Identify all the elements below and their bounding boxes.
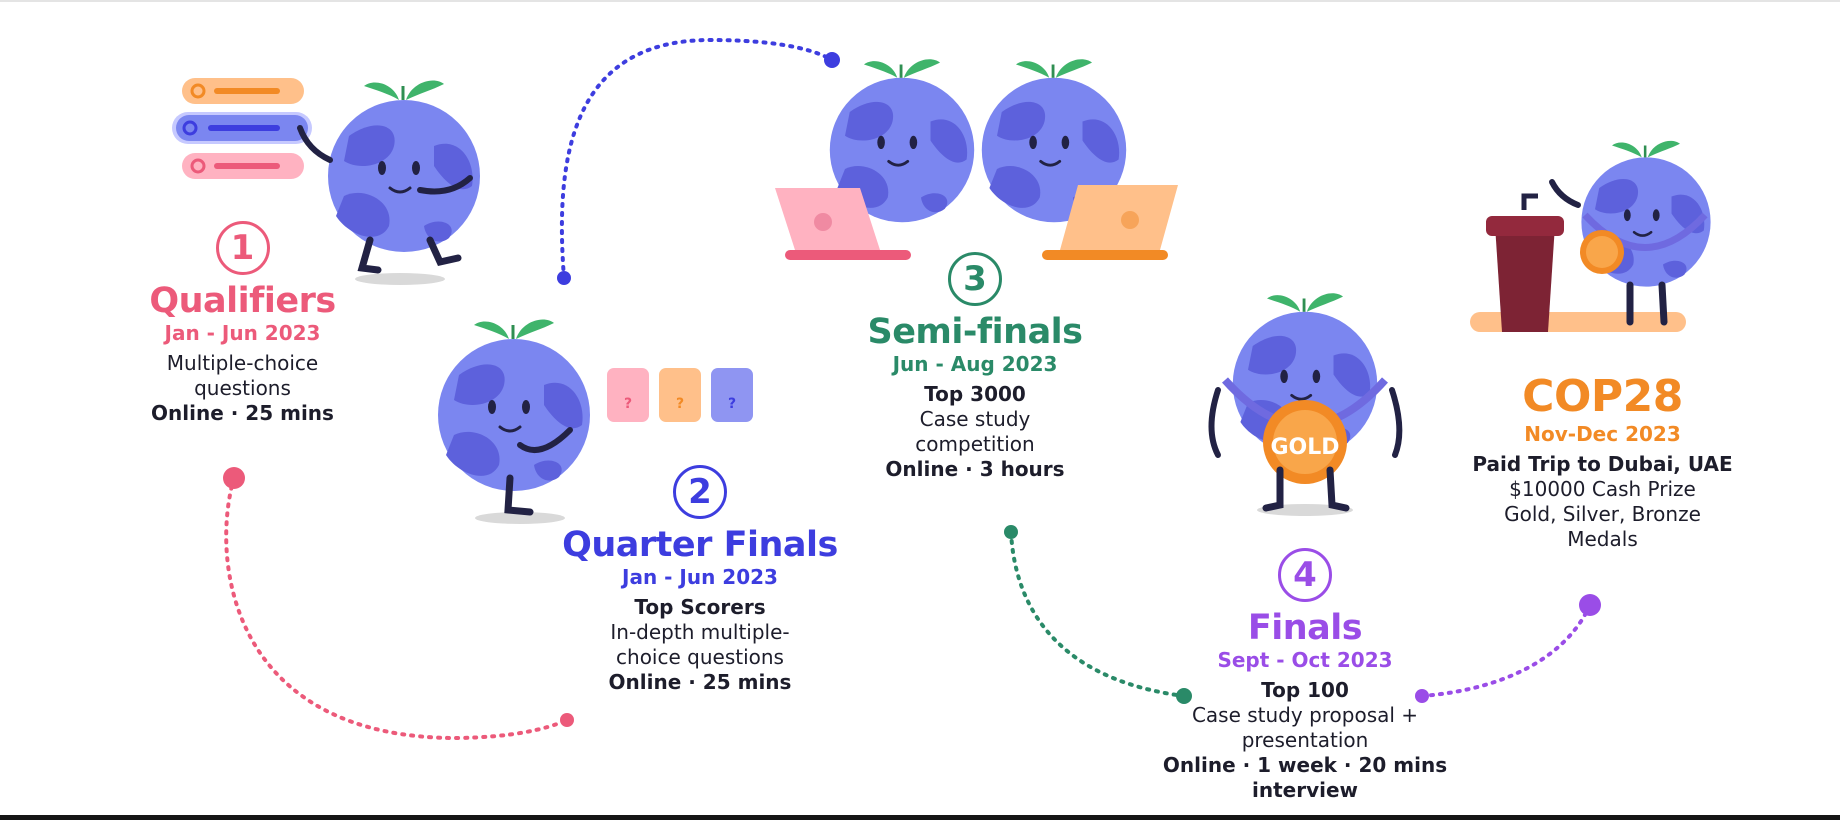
stage-title: Qualifiers [149, 281, 336, 321]
stage1-illustration [172, 78, 482, 285]
desc-line: Case study [919, 407, 1031, 431]
desc-line: Multiple-choice [166, 351, 319, 375]
desc-line: Top Scorers [634, 595, 766, 619]
stage-date: Jan - Jun 2023 [164, 321, 321, 345]
desc-line: $10000 Cash Prize [1509, 477, 1696, 501]
stage-date: Sept - Oct 2023 [1217, 648, 1393, 672]
bottom-edge [0, 815, 1840, 820]
medal-label: GOLD [1270, 435, 1339, 460]
connector-paths [223, 37, 1601, 741]
desc-line: Paid Trip to Dubai, UAE [1472, 452, 1733, 476]
stage4-illustration: GOLD [1208, 291, 1403, 516]
desc-line: presentation [1241, 728, 1369, 752]
stage-description: Top 3000 Case study competition Online ·… [845, 382, 1105, 482]
desc-line: Top 100 [1261, 678, 1349, 702]
stage-title: Finals [1247, 608, 1363, 648]
svg-text:?: ? [728, 396, 736, 412]
desc-line: interview [1251, 778, 1358, 802]
desc-line: Online · 25 mins [608, 670, 792, 694]
stage-number: 1 [215, 221, 270, 275]
stage2-illustration: ? ? ? [436, 318, 753, 524]
stage-semi-finals: 3 Semi-finals Jun - Aug 2023 Top 3000 Ca… [845, 252, 1105, 482]
desc-line: Top 3000 [924, 382, 1026, 406]
desc-line: Medals [1567, 527, 1638, 551]
desc-line: In-depth multiple- [610, 620, 790, 644]
stage-description: Top 100 Case study proposal + presentati… [1150, 678, 1460, 803]
desc-line: competition [915, 432, 1035, 456]
stage-date: Jan - Jun 2023 [622, 565, 778, 589]
stage-qualifiers: 1 Qualifiers Jan - Jun 2023 Multiple-cho… [135, 221, 350, 426]
stage-number: 3 [948, 252, 1002, 306]
svg-text:?: ? [624, 396, 632, 412]
top-divider [0, 0, 1840, 2]
stage-date: Nov-Dec 2023 [1524, 422, 1681, 446]
desc-line: Online · 25 mins [151, 401, 334, 425]
stage-number: 4 [1278, 548, 1332, 602]
desc-line: Case study proposal + [1191, 703, 1419, 727]
stage-date: Jun - Aug 2023 [892, 352, 1058, 376]
stage-finals: 4 Finals Sept - Oct 2023 Top 100 Case st… [1150, 548, 1460, 803]
stage3-illustration [775, 57, 1178, 260]
stage-title: Quarter Finals [562, 525, 838, 565]
stage5-illustration [1470, 139, 1712, 332]
stage-description: Top Scorers In-depth multiple- choice qu… [540, 595, 860, 695]
desc-line: Online · 3 hours [885, 457, 1065, 481]
stage-cop28: COP28 Nov-Dec 2023 Paid Trip to Dubai, U… [1450, 372, 1755, 552]
stage-title: COP28 [1522, 371, 1683, 422]
stage-description: Paid Trip to Dubai, UAE $10000 Cash Priz… [1450, 452, 1755, 552]
stage-title: Semi-finals [867, 312, 1083, 352]
stage-number: 2 [673, 465, 727, 519]
stage-description: Multiple-choice questions Online · 25 mi… [135, 351, 350, 426]
desc-line: Gold, Silver, Bronze [1504, 502, 1701, 526]
desc-line: Online · 1 week · 20 mins [1162, 753, 1448, 777]
desc-line: choice questions [616, 645, 784, 669]
svg-text:?: ? [676, 396, 684, 412]
stage-quarter-finals: 2 Quarter Finals Jan - Jun 2023 Top Scor… [540, 465, 860, 695]
desc-line: questions [194, 376, 291, 400]
